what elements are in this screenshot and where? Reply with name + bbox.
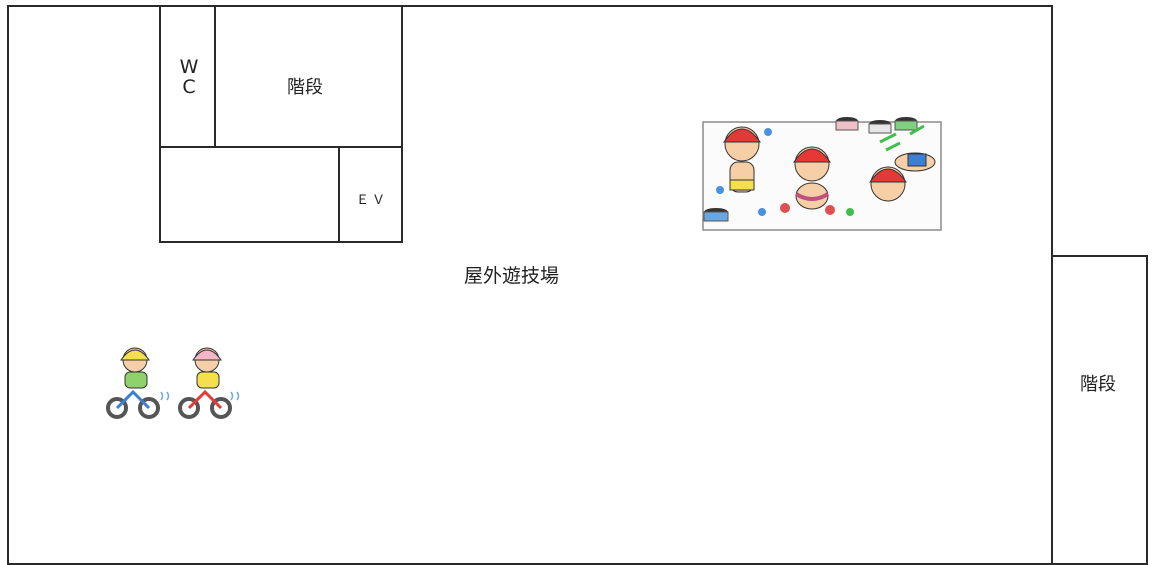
elevator-label: ＥＶ	[356, 193, 389, 208]
wc-label-c: C	[182, 76, 196, 98]
outdoor-area-label: 屋外遊技場	[464, 265, 560, 287]
wc-label: W C	[178, 57, 200, 97]
elevator-room	[338, 146, 403, 243]
stairs-room-right	[1051, 255, 1148, 565]
stairs-right-label: 階段	[1080, 374, 1116, 395]
unlabeled-room	[159, 146, 340, 243]
children-painting-illustration	[702, 117, 942, 231]
wc-label-w: W	[179, 56, 199, 78]
stairs-upper-label: 階段	[287, 77, 323, 98]
wc-room	[159, 5, 216, 148]
children-tricycles-illustration	[106, 347, 240, 419]
